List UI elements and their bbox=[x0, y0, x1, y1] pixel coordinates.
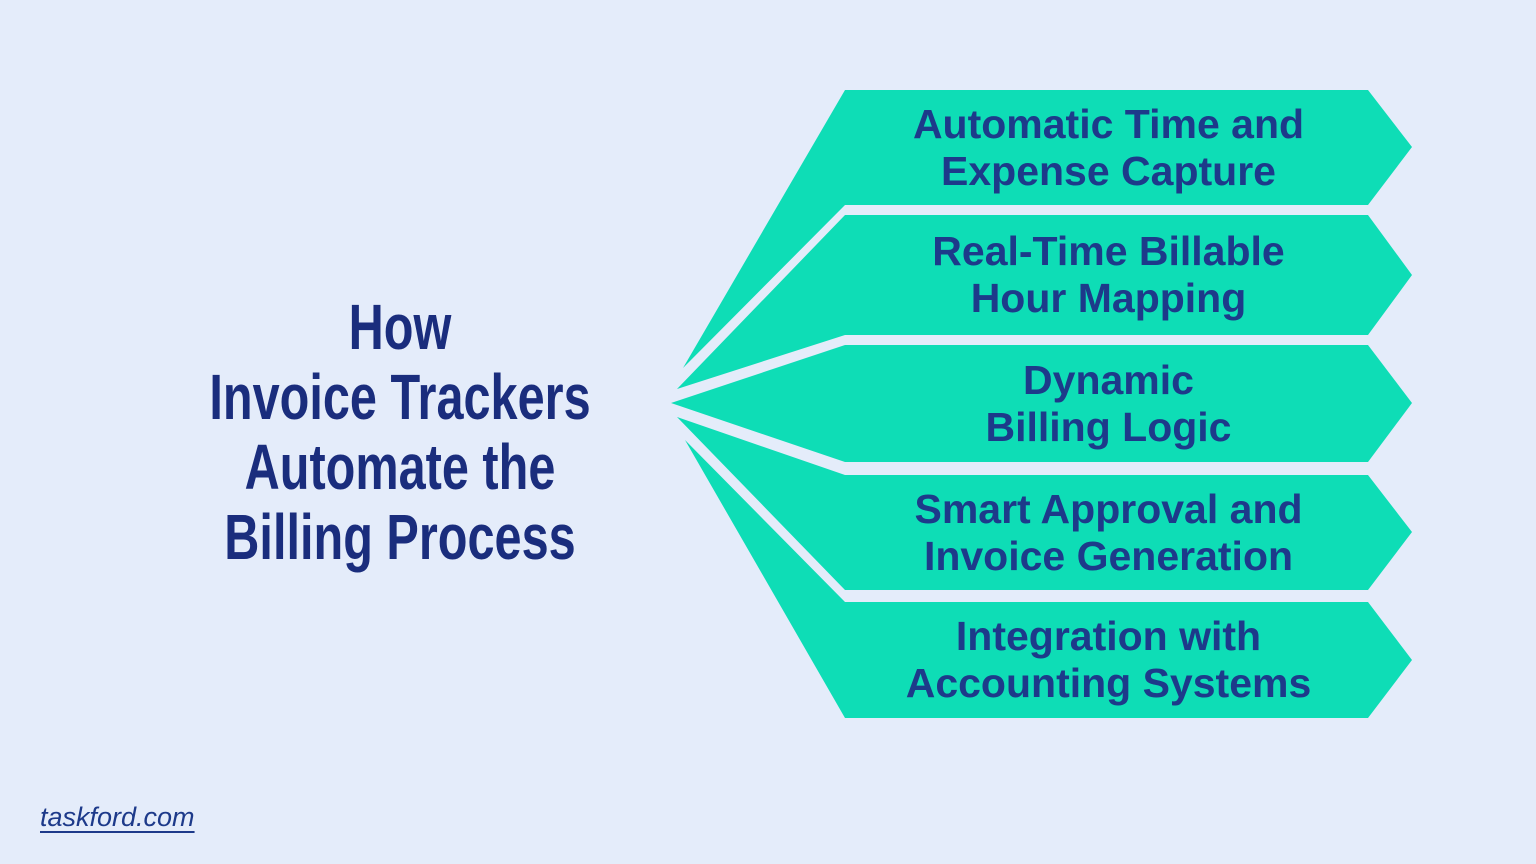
banner-label-line: Automatic Time and bbox=[912, 100, 1305, 147]
banner-label-line: Real-Time Billable bbox=[932, 228, 1285, 274]
arrow-banner-shape-3 bbox=[671, 345, 1412, 462]
banner-label-line: Dynamic bbox=[1023, 356, 1194, 403]
title-line-1: How bbox=[348, 291, 452, 363]
arrow-banner-shape-2 bbox=[677, 215, 1412, 389]
arrow-banner-shape-1 bbox=[683, 90, 1412, 368]
banner-label-realtime-billable: Real-Time Billable Hour Mapping bbox=[845, 215, 1372, 335]
banner-label-line: Integration with bbox=[955, 613, 1262, 659]
banner-label-line: Smart Approval and bbox=[914, 485, 1303, 532]
banner-label-smart-approval: Smart Approval and Invoice Generation bbox=[845, 475, 1372, 590]
banner-label-automatic-time-expense: Automatic Time and Expense Capture bbox=[845, 90, 1372, 205]
banner-label-line: Billing Logic bbox=[985, 403, 1232, 450]
website-link[interactable]: taskford.com bbox=[40, 802, 195, 832]
banner-label-dynamic-billing: Dynamic Billing Logic bbox=[845, 345, 1372, 462]
arrow-banner-shape-4 bbox=[677, 417, 1412, 590]
infographic-title: How Invoice Trackers Automate the Billin… bbox=[172, 292, 628, 572]
title-line-2: Invoice Trackers bbox=[209, 361, 591, 433]
title-line-3: Automate the bbox=[244, 431, 556, 503]
arrow-banner-shape-5 bbox=[685, 440, 1412, 718]
banner-label-line: Invoice Generation bbox=[923, 532, 1294, 579]
banner-label-line: Hour Mapping bbox=[970, 275, 1247, 321]
banner-label-line: Expense Capture bbox=[941, 147, 1276, 194]
title-line-4: Billing Process bbox=[224, 501, 576, 573]
banner-label-integration-accounting: Integration with Accounting Systems bbox=[845, 602, 1372, 718]
banner-label-line: Accounting Systems bbox=[905, 660, 1312, 706]
